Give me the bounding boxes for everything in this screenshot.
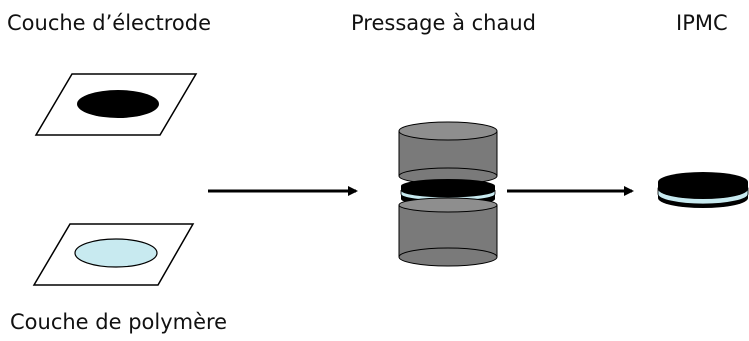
ipmc-label: IPMC [676, 11, 728, 35]
hot-pressing-label: Pressage à chaud [351, 11, 536, 35]
polymer-sheet [32, 223, 195, 286]
electrode-sheet [34, 73, 198, 136]
electrode-layer-label: Couche d’électrode [7, 11, 212, 35]
polymer-layer-label: Couche de polymère [10, 310, 228, 334]
ipmc-top-face [658, 172, 748, 192]
press-lower-bottom [398, 247, 498, 267]
press-lower-top [398, 197, 498, 213]
polymer-disc [74, 238, 158, 268]
ipmc-disc [657, 172, 749, 208]
press-sample-black-top [401, 179, 495, 197]
press-upper-top [398, 121, 498, 141]
hot-press [398, 121, 498, 267]
electrode-disc [77, 90, 159, 118]
